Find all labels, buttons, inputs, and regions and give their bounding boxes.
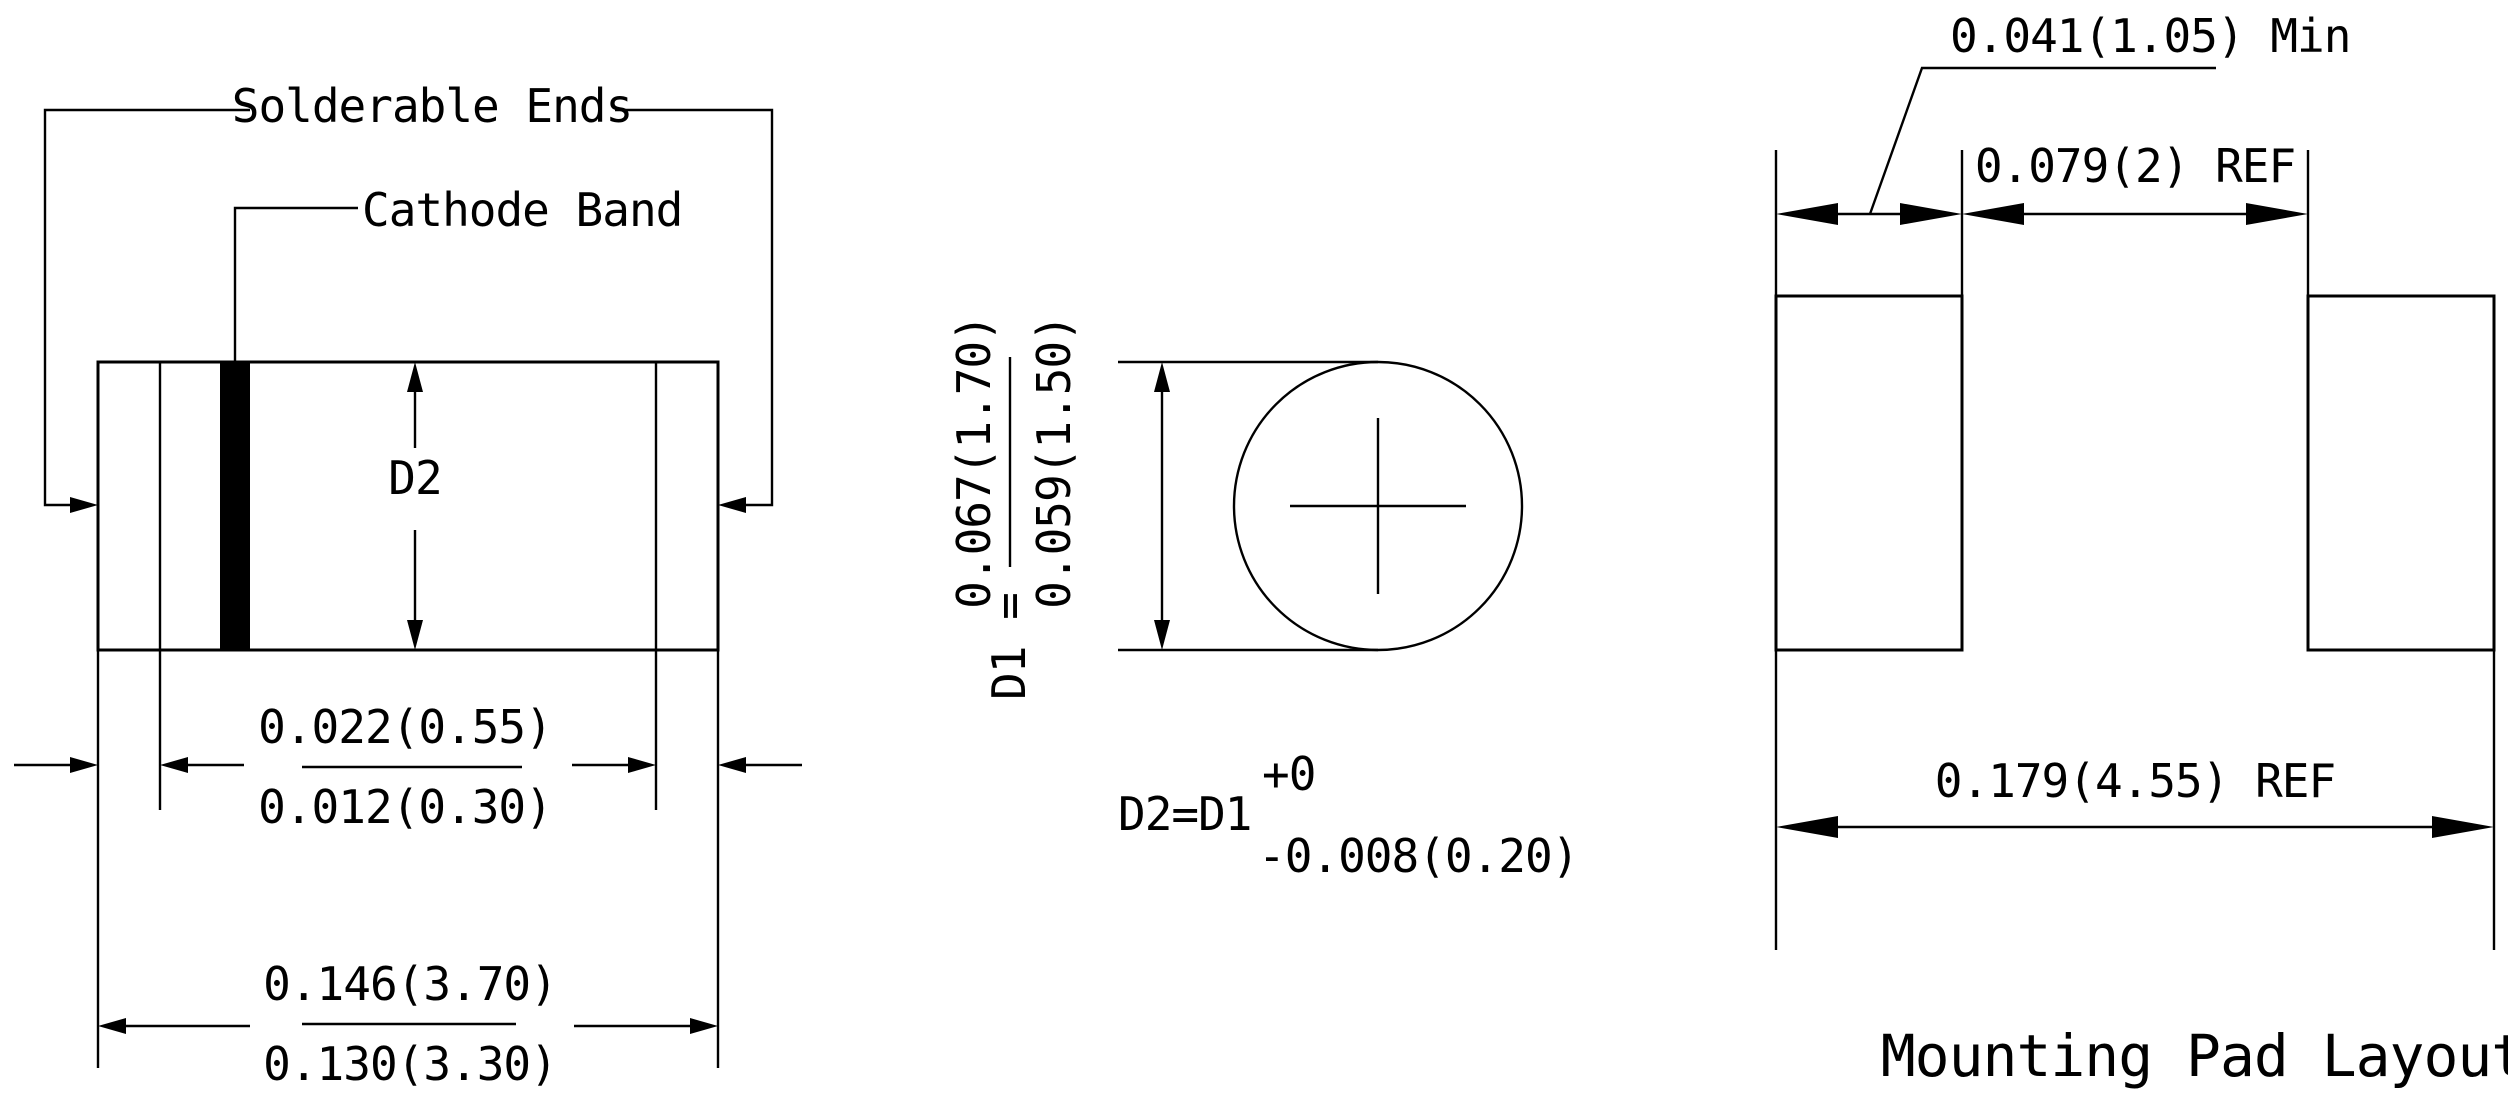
- solderable-ends-leader-right: [615, 108, 774, 507]
- overall-width-arrow-left: [1776, 816, 1838, 838]
- pad-gap-label: 0.079(2) REF: [1975, 139, 2295, 193]
- left-pad: [1774, 294, 1964, 652]
- cathode-band-leader: [233, 206, 358, 362]
- cathode-band: [220, 362, 250, 650]
- solderable-ends-leader: [43, 108, 250, 507]
- d1-bottom-arrowhead: [1154, 620, 1170, 650]
- tolerance-plus: +0: [1262, 747, 1315, 801]
- end-view: D1 = 0.067(1.70) 0.059(1.50) D2=D1 +0 -0…: [947, 315, 1579, 883]
- solderable-left-arrowhead: [70, 497, 98, 513]
- solderable-right-arrowhead: [718, 497, 746, 513]
- pad-layout-title: Mounting Pad Layout: [1881, 1022, 2508, 1090]
- d2-top-arrowhead: [407, 362, 423, 392]
- end-view-circle: [1232, 360, 1524, 652]
- diode-body-outline: [96, 360, 720, 652]
- body-length-min: 0.130(3.30): [263, 1037, 557, 1091]
- end-cap-length-min: 0.012(0.30): [258, 780, 552, 834]
- pad-gap-arrow-right: [2246, 203, 2308, 225]
- pad-width-arrow-right: [1900, 203, 1962, 225]
- body-length-arrow-right: [690, 1018, 718, 1034]
- pad-width-leader: [1868, 66, 2216, 215]
- body-length-arrow-left: [98, 1018, 126, 1034]
- d1-min: 0.059(1.50): [1027, 315, 1081, 609]
- overall-width-label: 0.179(4.55) REF: [1935, 754, 2335, 808]
- body-side-view: Solderable Ends Cathode Band D2 0.022(0.…: [14, 79, 802, 1091]
- tolerance-minus: -0.008(0.20): [1258, 829, 1578, 883]
- d1-max: 0.067(1.70): [947, 315, 1001, 609]
- end-cap-length-max: 0.022(0.55): [258, 700, 552, 754]
- right-pad: [2306, 294, 2496, 652]
- end-cap-dim-arrow-c: [628, 757, 656, 773]
- d2-label: D2: [388, 451, 441, 505]
- cathode-band-label: Cathode Band: [362, 183, 682, 237]
- end-cap-dim-arrow-a: [70, 757, 98, 773]
- end-cap-dim-arrow-b: [160, 757, 188, 773]
- solderable-ends-label: Solderable Ends: [232, 79, 632, 133]
- d1-prefix: D1 =: [982, 593, 1036, 700]
- pad-gap-arrow-left: [1962, 203, 2024, 225]
- pad-width-arrow-left: [1776, 203, 1838, 225]
- pad-width-label: 0.041(1.05) Min: [1950, 9, 2350, 63]
- end-cap-dim-arrow-d: [718, 757, 746, 773]
- d2-formula: D2=D1: [1118, 787, 1251, 841]
- d1-top-arrowhead: [1154, 362, 1170, 392]
- mounting-pad-layout: 0.041(1.05) Min 0.079(2) REF 0.179(4.55)…: [1774, 9, 2508, 1090]
- body-length-max: 0.146(3.70): [263, 957, 557, 1011]
- d2-bottom-arrowhead: [407, 620, 423, 650]
- overall-width-arrow-right: [2432, 816, 2494, 838]
